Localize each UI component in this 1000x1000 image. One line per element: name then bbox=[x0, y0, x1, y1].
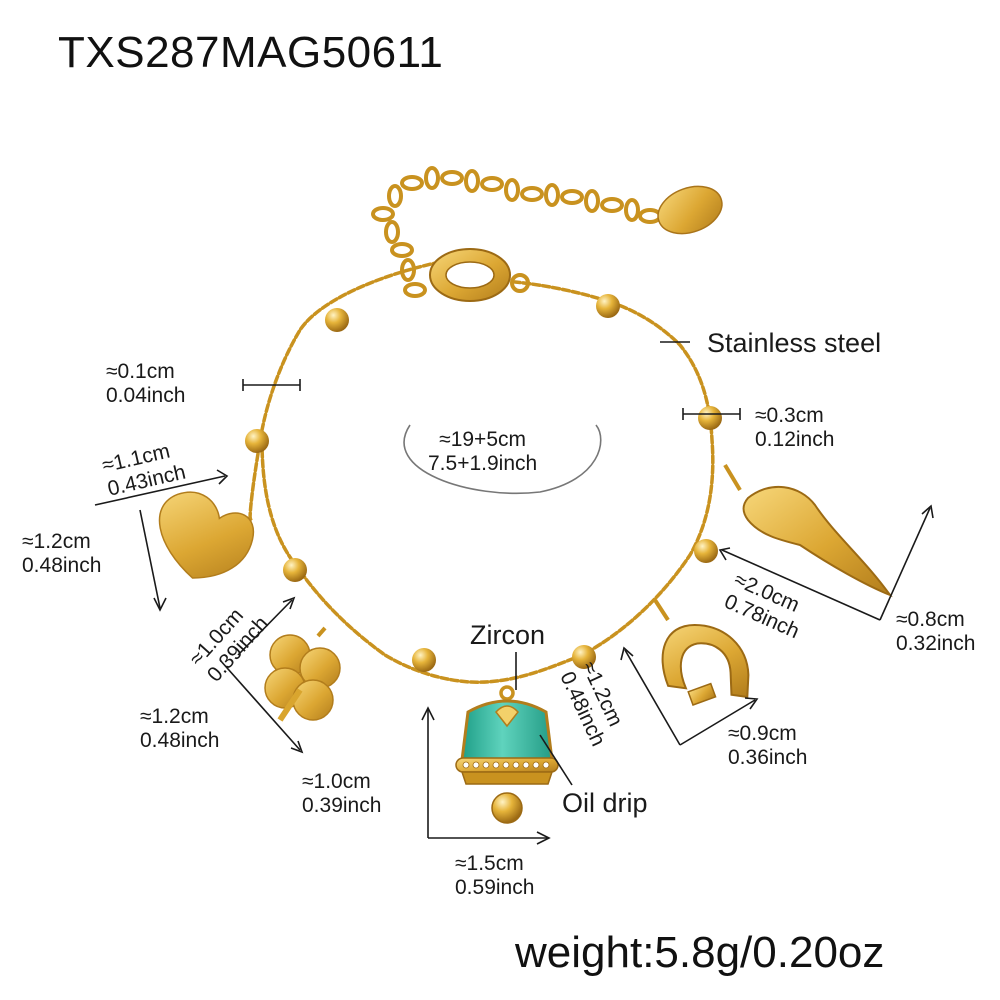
bell-width-cm: ≈1.0cm bbox=[302, 770, 371, 793]
heart-height-cm: ≈1.2cm bbox=[22, 530, 91, 553]
clover-height-label: ≈1.2cm 0.48inch bbox=[140, 705, 219, 753]
clover-height-cm: ≈1.2cm bbox=[140, 705, 209, 728]
extender-chain bbox=[371, 166, 662, 298]
horn-width-cm: ≈0.8cm bbox=[896, 608, 965, 631]
extender-tag bbox=[657, 185, 723, 235]
horseshoe-charm bbox=[653, 598, 750, 706]
material-label: Stainless steel bbox=[707, 328, 882, 358]
product-sku: TXS287MAG50611 bbox=[58, 28, 444, 77]
bell-height-cm: ≈1.5cm bbox=[455, 852, 524, 875]
length-label: ≈19+5cm 7.5+1.9inch bbox=[428, 428, 537, 476]
chain-width-inch: 0.04inch bbox=[106, 384, 186, 407]
heart-charm bbox=[158, 491, 255, 579]
zircon-label: Zircon bbox=[470, 620, 546, 650]
bell-charm bbox=[455, 685, 559, 824]
heart-height-inch: 0.48inch bbox=[22, 554, 102, 577]
heart-height-label: ≈1.2cm 0.48inch bbox=[22, 530, 101, 578]
horseshoe-width-cm: ≈0.9cm bbox=[728, 722, 797, 745]
clover-charm bbox=[264, 626, 341, 722]
bead-size-inch: 0.12inch bbox=[755, 428, 835, 451]
horn-width-label: ≈0.8cm 0.32inch bbox=[896, 608, 975, 656]
bell-width-inch: 0.39inch bbox=[302, 794, 382, 817]
horseshoe-width-inch: 0.36inch bbox=[728, 746, 808, 769]
oil-drip-label: Oil drip bbox=[562, 788, 648, 818]
lobster-clasp bbox=[429, 248, 530, 302]
clover-height-inch: 0.48inch bbox=[140, 729, 220, 752]
horn-width-inch: 0.32inch bbox=[896, 632, 976, 655]
chain-width-cm: ≈0.1cm bbox=[106, 360, 175, 383]
bead-size-cm: ≈0.3cm bbox=[755, 404, 824, 427]
length-cm: ≈19+5cm bbox=[439, 428, 526, 451]
bell-width-label: ≈1.0cm 0.39inch bbox=[302, 770, 381, 818]
measurement-lines bbox=[94, 341, 934, 845]
beads bbox=[245, 294, 722, 672]
chain bbox=[248, 260, 715, 684]
chain-width-label: ≈0.1cm 0.04inch bbox=[106, 360, 185, 408]
bell-height-label: ≈1.5cm 0.59inch bbox=[455, 852, 534, 900]
bead-size-label: ≈0.3cm 0.12inch bbox=[755, 404, 834, 452]
product-weight: weight:5.8g/0.20oz bbox=[515, 928, 885, 977]
length-inch: 7.5+1.9inch bbox=[428, 452, 538, 475]
horn-charm bbox=[723, 463, 893, 598]
bell-height-inch: 0.59inch bbox=[455, 876, 535, 899]
horseshoe-width-label: ≈0.9cm 0.36inch bbox=[728, 722, 807, 770]
